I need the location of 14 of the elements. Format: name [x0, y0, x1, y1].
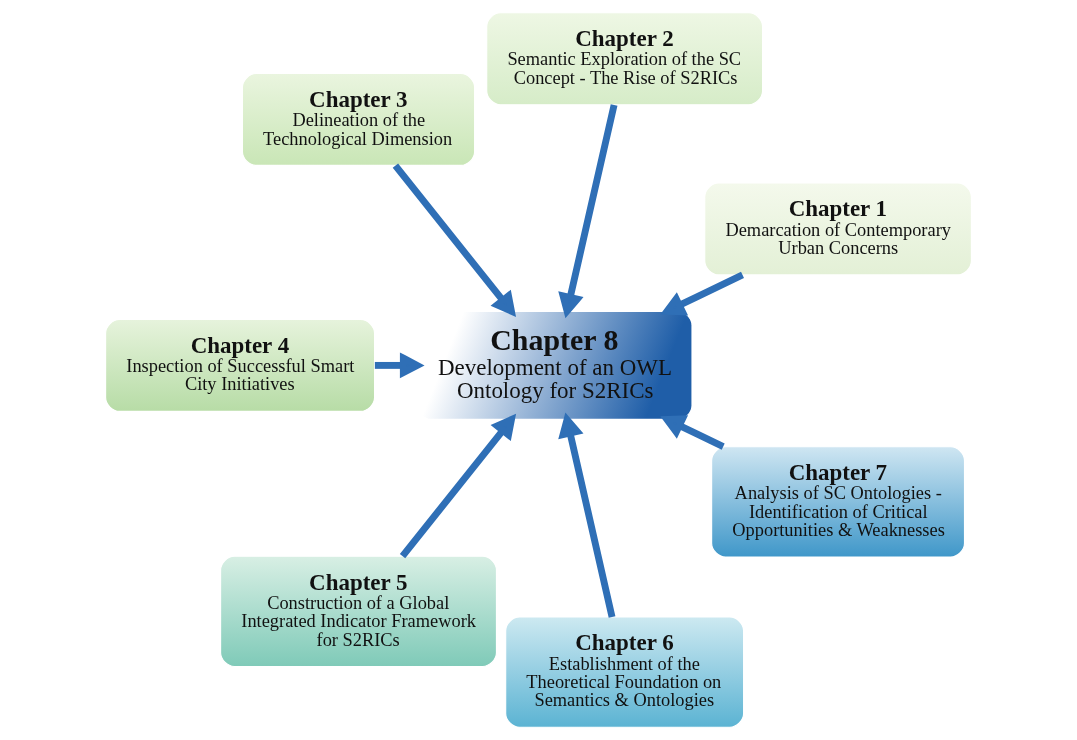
node-box: Chapter 2 Semantic Exploration of the SC Concept - The Rise of S2RICs — [486, 12, 764, 106]
arrow — [660, 415, 725, 450]
node-box: Chapter 5 Construction of a Global Integrated Indicator Framework for S2RICs — [220, 555, 498, 668]
arrow — [660, 271, 744, 316]
node-box: Chapter 3 Delineation of the Technological Dimension — [241, 72, 476, 167]
arrow — [399, 413, 517, 559]
arrow — [558, 412, 616, 618]
node-box: Chapter 6 Establishment of the Theoretical Foundation on Semantics & Ontologies — [505, 616, 745, 728]
arrow — [558, 104, 618, 319]
arrow — [392, 163, 517, 317]
node-box: Chapter 1 Demarcation of Contemporary Urban Concerns — [704, 182, 972, 276]
node-box: Chapter 7 Analysis of SC Ontologies - Identification of Critical Opportunities & Weaknesses — [711, 446, 966, 558]
node-box: Chapter 4 Inspection of Successful Smart City Initiatives — [105, 318, 376, 412]
arrow — [374, 352, 425, 379]
